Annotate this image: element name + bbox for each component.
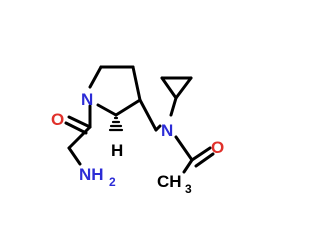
- atom-o-left: O: [51, 110, 64, 129]
- bond-ch2-n: [154, 124, 162, 132]
- bond-carbonyl-o-a: [190, 146, 212, 162]
- bond-ch2-nh2: [67, 146, 82, 166]
- svg-text:CH: CH: [157, 172, 182, 191]
- bond-carbonyl-o-left-b: [64, 121, 88, 135]
- stereo-hash-bond: [108, 116, 124, 132]
- atom-nh2: NH 2: [79, 165, 116, 189]
- atom-n-ring: N: [81, 90, 93, 109]
- structure-canvas: N N O O H NH 2 CH 3: [51, 65, 225, 196]
- atom-ch3: CH 3: [157, 172, 192, 196]
- svg-text:2: 2: [109, 175, 116, 189]
- bond-carbonyl-o-left-a: [67, 115, 92, 129]
- bond-carbonyl-o-b: [194, 152, 215, 168]
- molecule-diagram: N N O O H NH 2 CH 3: [51, 65, 224, 196]
- atom-stereo-h: H: [111, 141, 123, 160]
- atom-o-right: O: [211, 138, 224, 157]
- bond-ring-c3-c4: [114, 98, 142, 117]
- bond-cyclopropyl-3: [174, 76, 193, 100]
- bond-cyclopropyl-2: [160, 76, 178, 100]
- svg-text:3: 3: [185, 182, 192, 196]
- bond-ring-ch2: [138, 98, 158, 132]
- bond-cyclopropyl-n: [169, 96, 178, 117]
- bond-n-carbonyl: [174, 135, 194, 162]
- svg-text:NH: NH: [79, 165, 104, 184]
- bond-carbonyl-ch2: [67, 125, 92, 150]
- bond-carbonyl-ch3: [182, 158, 194, 174]
- bond-ring-n-c1: [88, 65, 103, 89]
- atom-n-amide: N: [161, 121, 173, 140]
- bond-ring-c4-n: [96, 103, 118, 117]
- bond-ring-c2-c3: [131, 65, 142, 102]
